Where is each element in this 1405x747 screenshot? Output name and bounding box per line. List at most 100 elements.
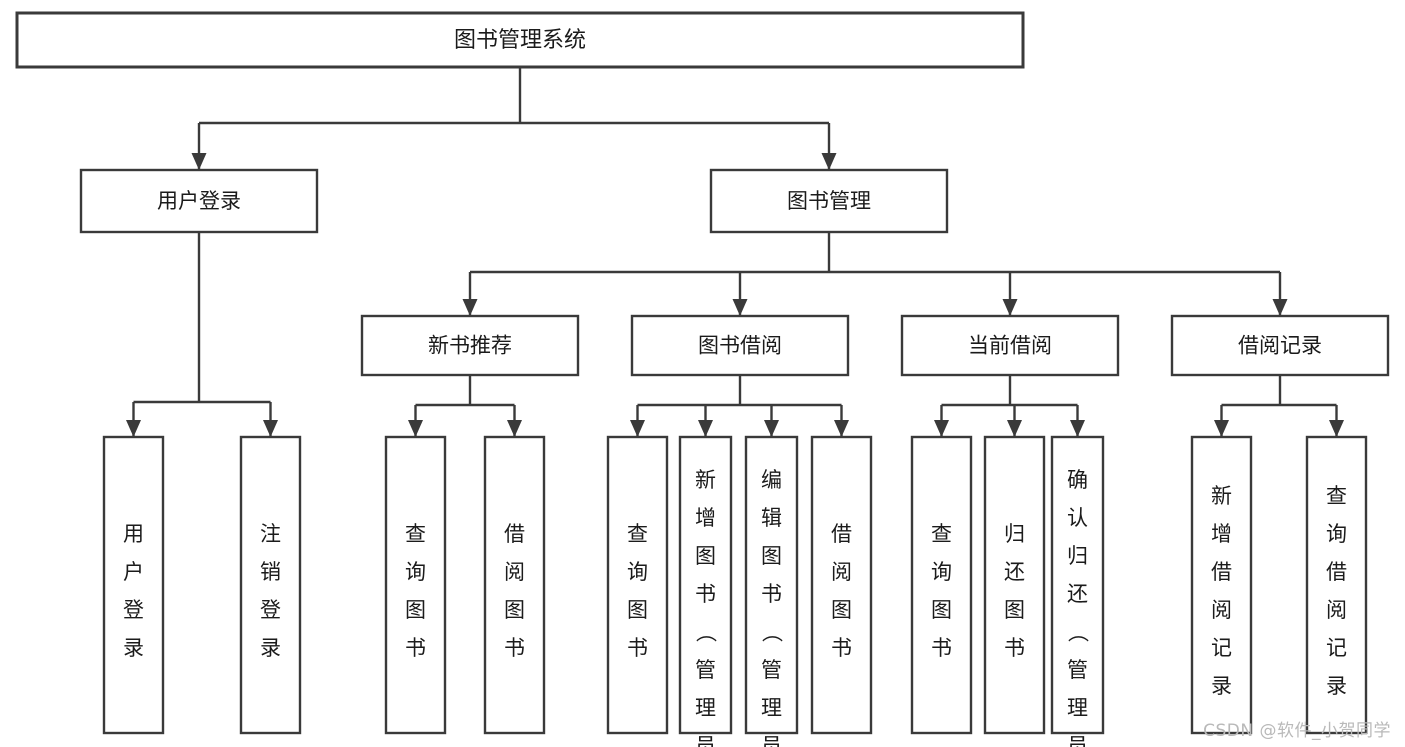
svg-text:书: 书 [504, 636, 525, 660]
svg-text:书: 书 [695, 582, 716, 606]
node-box-leaf-add-borrow-record[interactable] [1190, 435, 1253, 735]
svg-text:用: 用 [123, 522, 144, 546]
svg-text:（: （ [760, 622, 784, 643]
svg-text:借: 借 [1211, 560, 1232, 584]
svg-text:新: 新 [695, 468, 716, 492]
svg-text:录: 录 [123, 636, 144, 660]
svg-text:增: 增 [1211, 522, 1232, 546]
node-box-leaf-confirm-return-admin[interactable] [1050, 435, 1105, 735]
node-label-leaf-user-login: 用户登录 [123, 522, 144, 660]
svg-text:查: 查 [931, 522, 952, 546]
node-box-leaf-query-book-current[interactable] [910, 435, 973, 735]
node-boxes-layer [15, 11, 1390, 735]
svg-text:阅: 阅 [1211, 598, 1232, 622]
svg-text:销: 销 [260, 560, 281, 584]
arrow-head-icon [1070, 420, 1085, 437]
node-label-root: 图书管理系统 [454, 28, 586, 53]
svg-text:阅: 阅 [1326, 598, 1347, 622]
svg-text:（: （ [1066, 622, 1090, 643]
node-label-user-login: 用户登录 [157, 189, 241, 213]
svg-text:图: 图 [831, 598, 852, 622]
svg-text:录: 录 [260, 636, 281, 660]
svg-text:（: （ [694, 622, 718, 643]
node-box-leaf-add-book-admin[interactable] [678, 435, 733, 735]
svg-text:询: 询 [931, 560, 952, 584]
connector-edges-layer [126, 67, 1344, 437]
svg-text:询: 询 [405, 560, 426, 584]
svg-text:管: 管 [695, 658, 716, 682]
node-box-book-manage[interactable] [709, 168, 949, 234]
node-box-root[interactable] [15, 11, 1025, 69]
svg-text:理: 理 [1067, 696, 1088, 720]
node-box-leaf-return-book[interactable] [983, 435, 1046, 735]
svg-text:询: 询 [627, 560, 648, 584]
svg-text:书: 书 [405, 636, 426, 660]
node-box-leaf-user-login[interactable] [102, 435, 165, 735]
node-box-leaf-edit-book-admin[interactable] [744, 435, 799, 735]
svg-text:归: 归 [1004, 522, 1025, 546]
svg-text:书: 书 [931, 636, 952, 660]
node-box-book-borrow[interactable] [630, 314, 850, 377]
node-box-leaf-query-book-borrow[interactable] [606, 435, 669, 735]
arrow-head-icon [1007, 420, 1022, 437]
svg-text:询: 询 [1326, 522, 1347, 546]
svg-text:员: 员 [1067, 734, 1088, 747]
arrow-head-icon [1329, 420, 1344, 437]
node-label-new-book-rec: 新书推荐 [428, 334, 512, 358]
svg-text:记: 记 [1211, 636, 1232, 660]
node-box-leaf-borrow-book-rec[interactable] [483, 435, 546, 735]
svg-text:阅: 阅 [504, 560, 525, 584]
arrow-head-icon [1214, 420, 1229, 437]
arrow-head-icon [507, 420, 522, 437]
node-box-borrow-record[interactable] [1170, 314, 1390, 377]
svg-text:借: 借 [831, 522, 852, 546]
svg-text:户: 户 [123, 560, 144, 584]
node-label-book-borrow: 图书借阅 [698, 334, 782, 358]
svg-text:图: 图 [405, 598, 426, 622]
svg-text:新: 新 [1211, 484, 1232, 508]
svg-text:登: 登 [260, 598, 281, 622]
svg-text:编: 编 [761, 468, 782, 492]
svg-text:录: 录 [1326, 674, 1347, 698]
node-box-leaf-query-borrow-record[interactable] [1305, 435, 1368, 735]
svg-text:阅: 阅 [831, 560, 852, 584]
svg-text:书: 书 [1004, 636, 1025, 660]
node-box-new-book-rec[interactable] [360, 314, 580, 377]
svg-text:归: 归 [1067, 544, 1088, 568]
arrow-head-icon [698, 420, 713, 437]
svg-text:书: 书 [761, 582, 782, 606]
node-box-user-login[interactable] [79, 168, 319, 234]
arrow-head-icon [934, 420, 949, 437]
node-box-leaf-logout[interactable] [239, 435, 302, 735]
svg-text:录: 录 [1211, 674, 1232, 698]
svg-text:图: 图 [761, 544, 782, 568]
arrow-head-icon [834, 420, 849, 437]
node-box-leaf-query-book-rec[interactable] [384, 435, 447, 735]
arrow-head-icon [732, 299, 748, 316]
svg-text:注: 注 [260, 522, 281, 546]
arrow-head-icon [1272, 299, 1288, 316]
node-box-leaf-borrow-book[interactable] [810, 435, 873, 735]
arrow-head-icon [1002, 299, 1018, 316]
svg-text:辑: 辑 [761, 506, 782, 530]
svg-text:还: 还 [1067, 582, 1088, 606]
svg-text:记: 记 [1326, 636, 1347, 660]
svg-text:理: 理 [761, 696, 782, 720]
node-box-current-borrow[interactable] [900, 314, 1120, 377]
arrow-head-icon [408, 420, 423, 437]
node-labels-layer: 图书管理系统用户登录图书管理新书推荐图书借阅当前借阅借阅记录用户登录注销登录查询… [123, 28, 1347, 747]
svg-text:图: 图 [931, 598, 952, 622]
node-label-borrow-record: 借阅记录 [1238, 334, 1322, 358]
svg-text:借: 借 [504, 522, 525, 546]
